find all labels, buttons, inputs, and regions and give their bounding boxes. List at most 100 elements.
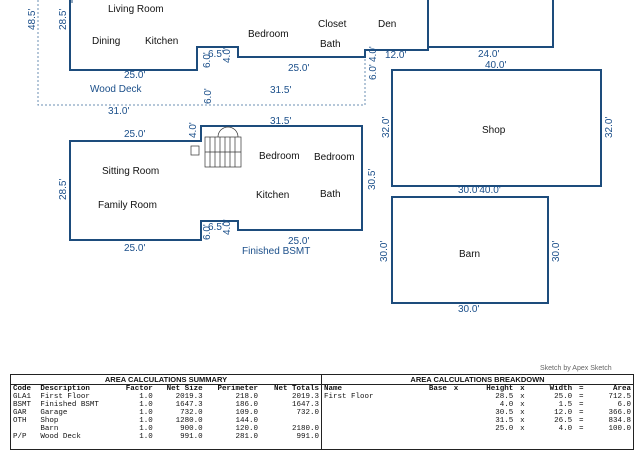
dim-48-5: 48.5' [27,9,38,30]
basement-outline [69,125,363,241]
dim-31-5-bsmt: 31.5' [270,116,291,127]
breakdown-header: x [520,385,525,393]
breakdown-cell: 26.5 [554,417,573,425]
dim-32-0-right: 32.0' [604,117,615,138]
breakdown-cell: 30.5 [495,409,514,417]
breakdown-header: x [453,385,459,393]
dim-25-0-top-left: 25.0' [124,70,145,81]
breakdown-cell: x [520,401,525,409]
table-row: 4.0 x 1.5 = 6.0 [322,401,633,409]
summary-table: Code Description Factor Net Size Perimet… [11,385,321,441]
dim-30-0-barn-bottom: 30.0' [458,304,479,315]
summary-cell: Shop [40,417,59,425]
summary-cell: 144.0 [235,417,258,425]
summary-cell: 1.0 [139,417,153,425]
dim-30-0-barn-right: 30.0' [551,241,562,262]
table-row: 31.5 x 26.5 = 834.8 [322,417,633,425]
dim-31-0: 31.0' [108,106,129,117]
dim-30-0-barn-left: 30.0' [379,241,390,262]
breakdown-cell: First Floor [324,393,374,401]
room-dining: Dining [92,36,120,47]
breakdown-cell: 12.0 [554,409,573,417]
breakdown-cell: x [520,417,525,425]
dim-30-40: 30.0'40.0' [458,185,501,196]
breakdown-cell [412,401,449,409]
breakdown-cell: 25.0 [495,425,514,433]
table-row: First Floor 28.5 x 25.0 = 712.5 [322,393,633,401]
summary-cell: 1.0 [139,425,153,433]
dim-4-0-bsmt-b: 4.0' [222,219,233,235]
dim-25-0-bsmt-bm: 25.0' [288,236,309,247]
dim-28-5-bsmt: 28.5' [58,179,69,200]
dim-6-0-top: 6.0' [202,52,213,68]
summary-cell: 2180.0 [291,425,319,433]
summary-cell: OTH [13,417,27,425]
breakdown-cell [322,425,412,433]
summary-cell: Garage [40,409,68,417]
first-floor-outline [69,0,429,71]
summary-cell: Barn [40,425,59,433]
summary-cell: Wood Deck [40,433,81,441]
room-bath-upper: Bath [320,39,341,50]
label-wood-deck: Wood Deck [90,84,143,95]
breakdown-header: Height [486,385,514,393]
room-family-room: Family Room [98,200,157,211]
dim-4-0-right: 4.0' [368,46,379,62]
breakdown-header-row: Name Base x Height x Width = Area [322,385,633,393]
summary-cell: 1280.0 [175,417,203,425]
summary-header-row: Code Description Factor Net Size Perimet… [11,385,321,393]
breakdown-cell [412,409,449,417]
breakdown-header: Base [428,385,447,393]
dim-6-5-top: 6.5' [208,49,224,60]
summary-cell: P/P [13,433,27,441]
table-row: 25.0 x 4.0 = 100.0 [322,425,633,433]
summary-cell: 186.0 [235,401,258,409]
summary-cell: 1647.3 [291,401,319,409]
breakdown-cell: = [578,401,584,409]
dim-6-0-b: 6.0' [203,88,214,104]
breakdown-cell: = [578,393,584,401]
breakdown-cell: 6.0 [617,401,631,409]
breakdown-cell: 31.5 [495,417,514,425]
summary-cell: 2019.3 [175,393,203,401]
breakdown-cell [322,401,412,409]
breakdown-header: = [578,385,584,393]
summary-cell: 1.0 [139,393,153,401]
breakdown-cell: = [578,425,584,433]
sketch-credit: Sketch by Apex Sketch [540,365,612,372]
dim-4-0-bsmt: 4.0' [188,122,199,138]
table-row: P/P Wood Deck 1.0 991.0 281.0 991.0 [11,433,321,441]
breakdown-cell [449,417,463,425]
room-bedroom-upper: Bedroom [248,29,289,40]
summary-cell: 732.0 [296,409,319,417]
breakdown-cell [322,417,412,425]
summary-cell: 120.0 [235,425,258,433]
breakdown-cell: 4.0 [499,401,514,409]
garage-outline [427,0,554,48]
summary-cell: 218.0 [235,393,258,401]
room-barn: Barn [459,249,480,260]
room-kitchen-lower: Kitchen [256,190,289,201]
table-row: BSMT Finished BSMT 1.0 1647.3 186.0 1647… [11,401,321,409]
room-living-room: Living Room [108,4,164,15]
dim-12-0: 12.0' [385,50,406,61]
summary-cell [260,417,321,425]
breakdown-cell: = [578,409,584,417]
summary-cell: GLA1 [13,393,32,401]
room-bath-lower: Bath [320,189,341,200]
breakdown-cell [412,417,449,425]
area-calculations-panel: AREA CALCULATIONS SUMMARY Code Descripti… [10,374,634,450]
table-row: OTH Shop 1.0 1280.0 144.0 [11,417,321,425]
summary-cell: 281.0 [235,433,258,441]
summary-cell: 2019.3 [291,393,319,401]
breakdown-cell: 25.0 [554,393,573,401]
room-closet: Closet [318,19,347,30]
stair-icon [204,126,242,168]
breakdown-cell [449,409,463,417]
breakdown-table: Name Base x Height x Width = Area First … [322,385,633,433]
summary-header: Description [40,385,90,393]
wood-deck-outline [37,0,366,106]
breakdown-cell: = [578,417,584,425]
summary-cell: BSMT [13,401,32,409]
breakdown-title: AREA CALCULATIONS BREAKDOWN [322,375,633,385]
